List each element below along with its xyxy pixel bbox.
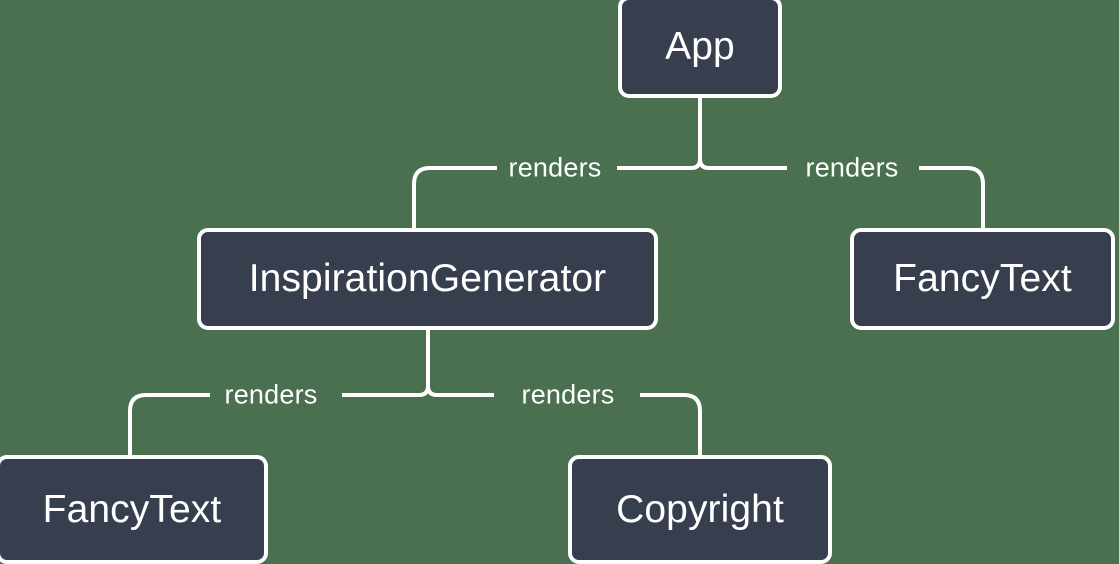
node-fancytext-left[interactable]: FancyText [0, 455, 268, 564]
edge-app-to-fancytext-right [698, 158, 985, 228]
node-copyright[interactable]: Copyright [568, 455, 832, 564]
node-copyright-label: Copyright [616, 487, 784, 531]
node-inspiration-generator[interactable]: InspirationGenerator [197, 228, 658, 330]
edge-label-inspiration-to-fancytext: renders [224, 379, 318, 410]
node-inspiration-generator-label: InspirationGenerator [248, 257, 607, 300]
edge-label-inspiration-to-copyright: renders [521, 379, 615, 410]
edge-inspiration-to-copyright [426, 385, 702, 455]
node-fancytext-left-label: FancyText [42, 487, 222, 531]
node-fancytext-right-label: FancyText [893, 257, 1072, 300]
edge-label-app-to-inspiration: renders [508, 152, 602, 183]
edge-label-app-to-fancytext: renders [805, 152, 899, 183]
node-fancytext-right[interactable]: FancyText [850, 228, 1115, 330]
node-app[interactable]: App [618, 0, 782, 98]
node-app-label: App [665, 25, 735, 68]
